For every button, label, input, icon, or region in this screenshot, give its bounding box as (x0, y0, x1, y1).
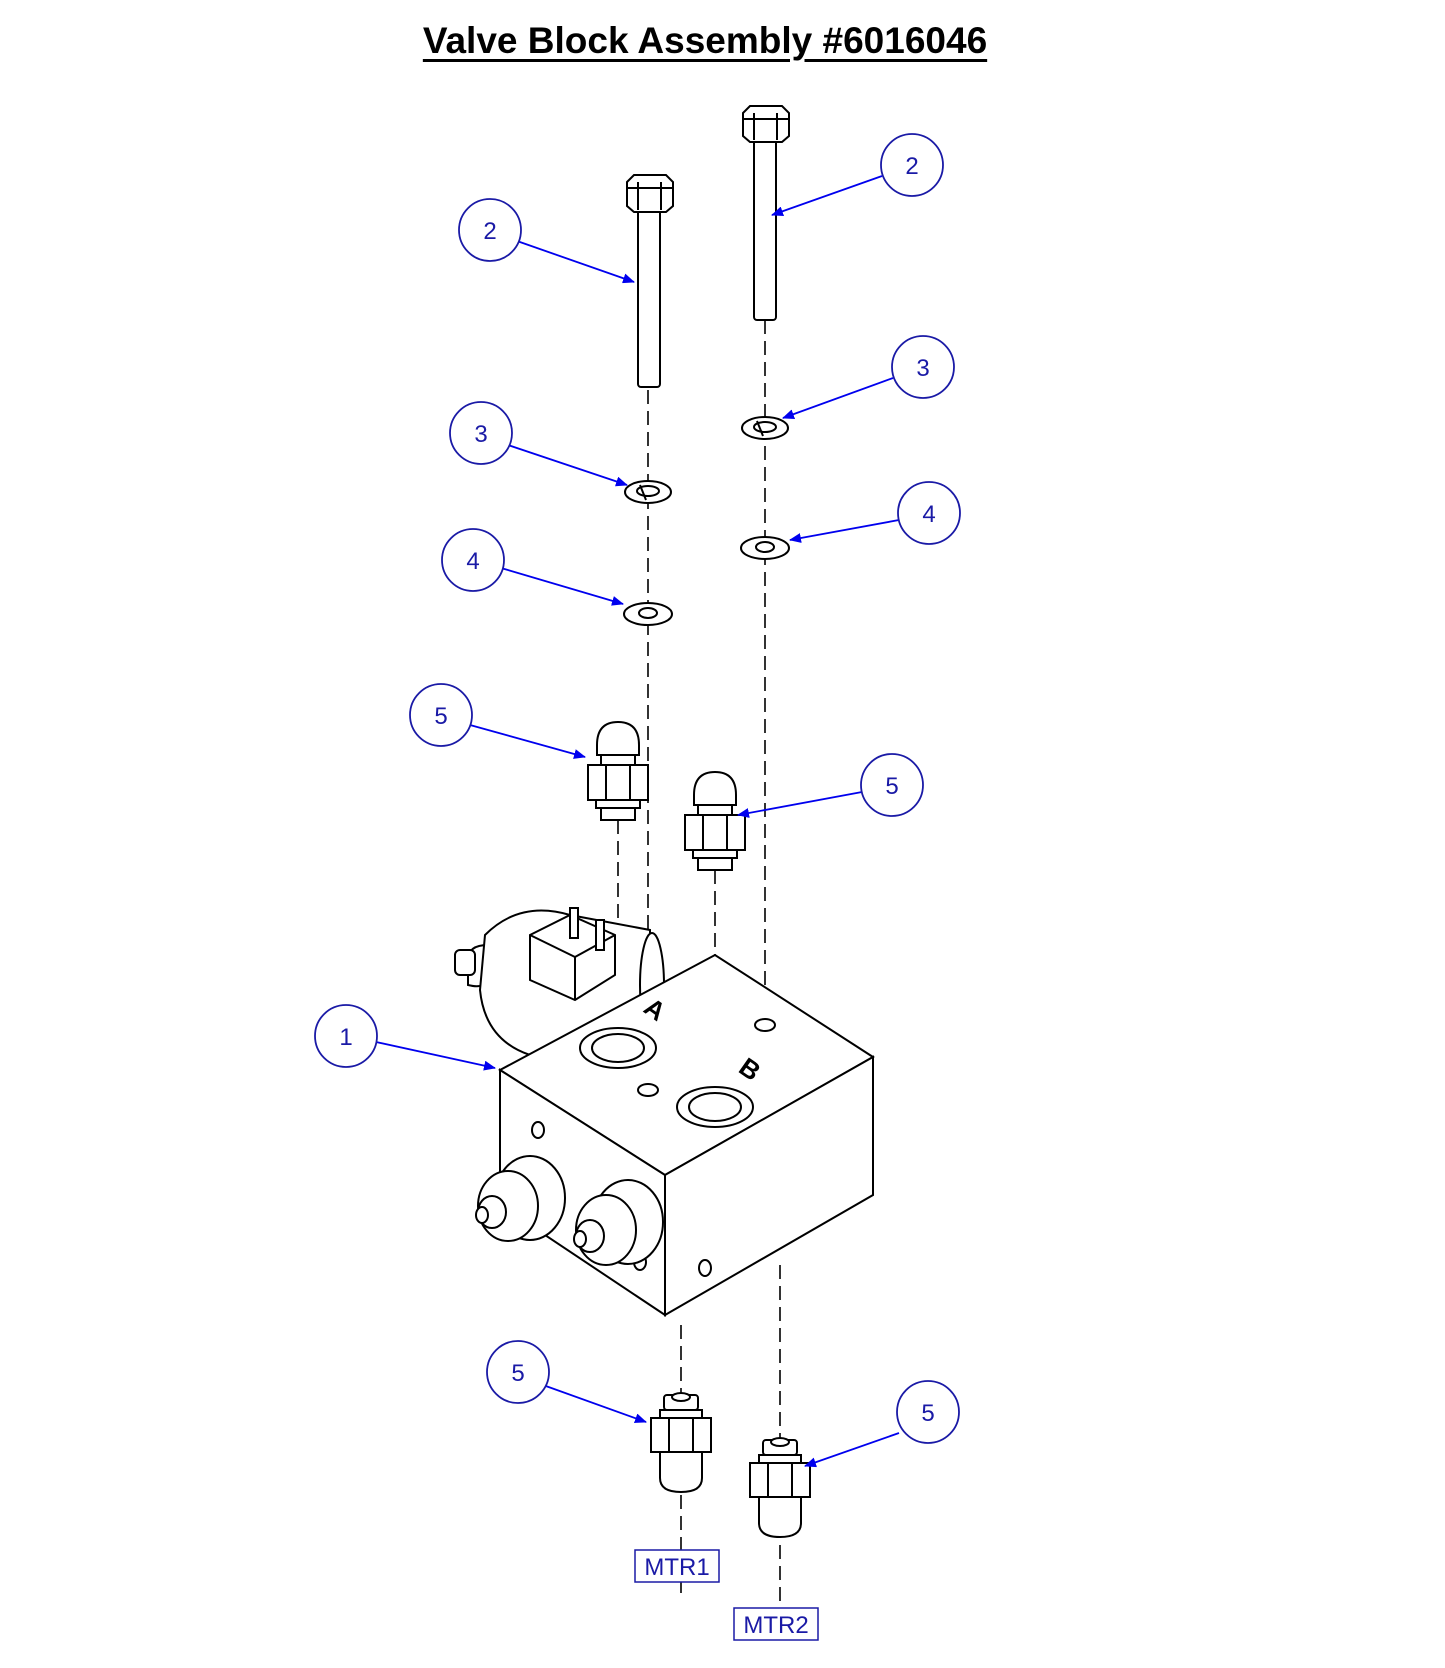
callout-item-2-right: 2 (880, 133, 944, 197)
callout-item-1: 1 (314, 1004, 378, 1068)
callout-item-5-lower-right: 5 (896, 1380, 960, 1444)
svg-text:3: 3 (916, 355, 929, 382)
fitting-lower-left (650, 1392, 712, 1494)
valve-block (454, 907, 875, 1317)
svg-text:4: 4 (922, 501, 935, 528)
fitting-upper-left (587, 720, 649, 821)
svg-text:2: 2 (905, 153, 918, 180)
bolt-left (626, 174, 674, 388)
leader-lines (375, 175, 900, 1468)
callout-item-5-upper-right: 5 (860, 753, 924, 817)
callout-item-2-left: 2 (458, 198, 522, 262)
callout-item-4-left: 4 (441, 528, 505, 592)
svg-text:5: 5 (921, 1400, 934, 1427)
bolt-right (742, 105, 790, 321)
fitting-lower-right (749, 1437, 811, 1539)
flat-washer-left (623, 602, 673, 626)
lock-washer-right (741, 416, 789, 440)
tag-mtr1: MTR1 (634, 1549, 720, 1583)
svg-text:5: 5 (511, 1360, 524, 1387)
callout-item-4-right: 4 (897, 481, 961, 545)
svg-text:1: 1 (339, 1024, 352, 1051)
callout-item-3-left: 3 (449, 401, 513, 465)
tag-mtr2: MTR2 (733, 1607, 819, 1641)
svg-text:3: 3 (474, 421, 487, 448)
fitting-upper-right (684, 770, 746, 871)
svg-text:5: 5 (434, 703, 447, 730)
svg-text:2: 2 (483, 218, 496, 245)
svg-text:MTR1: MTR1 (644, 1554, 709, 1581)
svg-text:MTR2: MTR2 (743, 1612, 808, 1639)
lock-washer-left (624, 480, 672, 504)
callout-item-5-lower-left: 5 (486, 1340, 550, 1404)
callout-item-3-right: 3 (891, 335, 955, 399)
page-title: Valve Block Assembly #6016046 (422, 20, 988, 61)
callout-item-5-upper-left: 5 (409, 683, 473, 747)
flat-washer-right (740, 536, 790, 560)
svg-text:5: 5 (885, 773, 898, 800)
callout-balloons: 2 2 3 3 4 4 5 5 (314, 133, 961, 1444)
svg-text:4: 4 (466, 548, 479, 575)
